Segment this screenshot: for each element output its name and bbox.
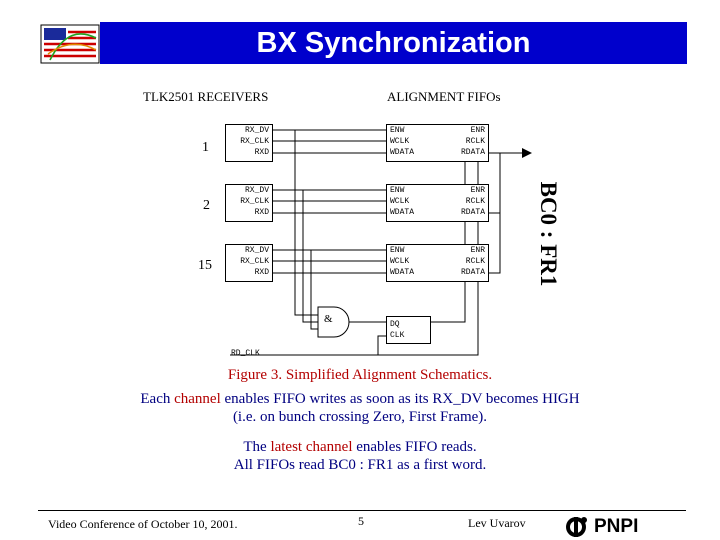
title-banner [100, 22, 687, 64]
conference-logo-icon [40, 24, 100, 64]
channel-number-2: 2 [203, 198, 210, 213]
footer-divider [38, 510, 686, 511]
wire-rdata2 [488, 153, 501, 214]
fifos-label: ALIGNMENT FIFOs [387, 89, 501, 104]
figure-caption: Figure 3. Simplified Alignment Schematic… [227, 367, 493, 383]
wire-dff-q-enr [430, 141, 466, 323]
wire-rd-clk [230, 335, 386, 356]
caption-line-write: Each channel enables FIFO writes as soon… [140, 391, 580, 407]
wire-dv1-to-gate [294, 130, 318, 316]
footer-organization: PNPI [594, 516, 639, 537]
caption-line-read: The latest channel enables FIFO reads. [243, 439, 477, 455]
wire-dv15-to-gate [310, 250, 318, 330]
output-word-label: BC0 : FR1 [536, 181, 561, 287]
and-gate-label: & [324, 313, 333, 325]
footer-conference: Video Conference of October 10, 2001. [48, 517, 238, 531]
footer-author: Lev Uvarov [468, 516, 526, 530]
channel-number-15: 15 [198, 258, 212, 273]
caption-line-first-word: All FIFOs read BC0 : FR1 as a first word… [233, 457, 487, 473]
caption-line-bunch: (i.e. on bunch crossing Zero, First Fram… [232, 409, 488, 425]
footer-page-number: 5 [358, 514, 364, 528]
rd-clk-label: RD_CLK [231, 349, 260, 358]
wire-rdata15 [488, 213, 501, 274]
and-gate-shape [317, 306, 350, 338]
channel-number-1: 1 [202, 140, 209, 155]
wire-dv2-to-gate [302, 190, 318, 323]
receivers-label: TLK2501 RECEIVERS [143, 89, 269, 104]
pnpi-logo-icon [566, 517, 587, 537]
output-arrow [522, 148, 532, 158]
slide-title: BX Synchronization [256, 27, 531, 59]
